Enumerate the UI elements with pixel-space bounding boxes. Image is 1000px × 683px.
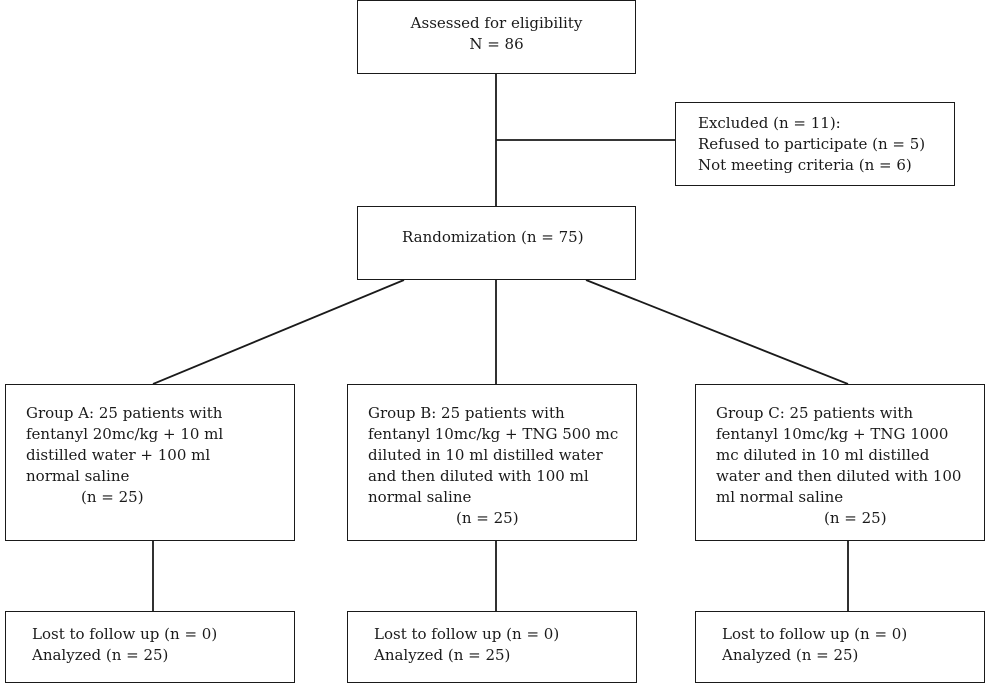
group-b-line: normal saline: [368, 488, 472, 506]
eligibility-box: Assessed for eligibility N = 86: [357, 0, 636, 74]
eligibility-count: N = 86: [469, 35, 524, 53]
group-c-lost-to-follow-up: Lost to follow up (n = 0): [722, 625, 908, 643]
group-b-line: and then diluted with 100 ml: [368, 467, 589, 485]
group-b-lost-to-follow-up: Lost to follow up (n = 0): [374, 625, 560, 643]
group-c-line: water and then diluted with 100: [716, 467, 962, 485]
eligibility-title: Assessed for eligibility: [410, 14, 583, 32]
group-c-line: Group C: 25 patients with: [716, 404, 914, 422]
excluded-box: Excluded (n = 11): Refused to participat…: [675, 102, 955, 186]
group-a-follow-up-box: Lost to follow up (n = 0) Analyzed (n = …: [5, 611, 295, 683]
excluded-reason: Refused to participate (n = 5): [698, 135, 926, 153]
group-c-line: fentanyl 10mc/kg + TNG 1000: [716, 425, 949, 443]
group-b-line: diluted in 10 ml distilled water: [368, 446, 603, 464]
excluded-reason: Not meeting criteria (n = 6): [698, 156, 912, 174]
connector-randomization-group-a: [152, 279, 405, 385]
group-b-box: Group B: 25 patients with fentanyl 10mc/…: [347, 384, 637, 541]
group-a-analyzed: Analyzed (n = 25): [32, 646, 169, 664]
group-b-line: Group B: 25 patients with: [368, 404, 565, 422]
group-c-box: Group C: 25 patients with fentanyl 10mc/…: [695, 384, 985, 541]
group-c-analyzed: Analyzed (n = 25): [722, 646, 859, 664]
group-b-line: fentanyl 10mc/kg + TNG 500 mc: [368, 425, 619, 443]
group-c-line: mc diluted in 10 ml distilled: [716, 446, 930, 464]
group-c-count: (n = 25): [824, 509, 887, 527]
randomization-box: Randomization (n = 75): [357, 206, 636, 280]
randomization-label: Randomization (n = 75): [402, 228, 584, 246]
group-a-line: Group A: 25 patients with: [26, 404, 223, 422]
group-a-line: fentanyl 20mc/kg + 10 ml: [26, 425, 224, 443]
group-b-count: (n = 25): [456, 509, 519, 527]
group-b-follow-up-box: Lost to follow up (n = 0) Analyzed (n = …: [347, 611, 637, 683]
group-a-box: Group A: 25 patients with fentanyl 20mc/…: [5, 384, 295, 541]
group-a-lost-to-follow-up: Lost to follow up (n = 0): [32, 625, 218, 643]
group-b-analyzed: Analyzed (n = 25): [374, 646, 511, 664]
group-a-line: normal saline: [26, 467, 130, 485]
group-a-line: distilled water + 100 ml: [26, 446, 211, 464]
excluded-title: Excluded (n = 11):: [698, 114, 841, 132]
group-c-follow-up-box: Lost to follow up (n = 0) Analyzed (n = …: [695, 611, 985, 683]
group-c-line: ml normal saline: [716, 488, 844, 506]
group-a-count: (n = 25): [81, 488, 144, 506]
connector-randomization-group-c: [585, 279, 849, 385]
